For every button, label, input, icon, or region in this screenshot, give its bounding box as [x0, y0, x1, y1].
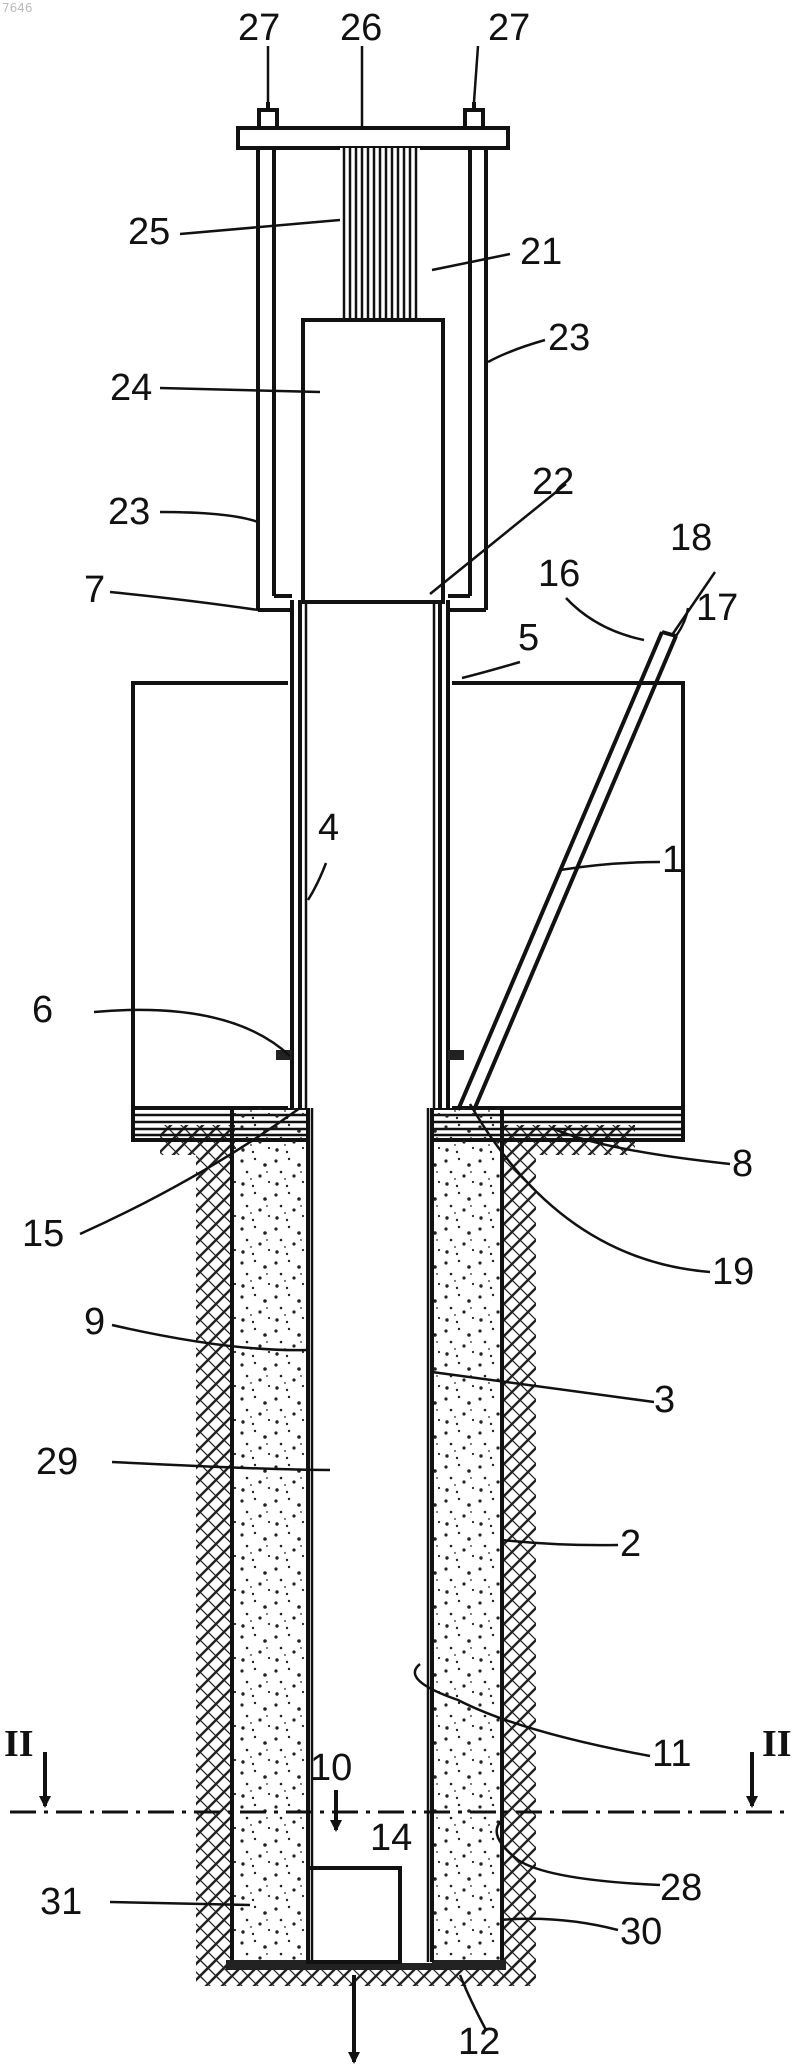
label-23-right: 23 [548, 317, 590, 359]
label-28: 28 [660, 1867, 702, 1909]
label-4: 4 [318, 807, 339, 849]
sleeve-in-slab [276, 600, 464, 1108]
label-27-right: 27 [488, 7, 530, 49]
label-5: 5 [518, 617, 539, 659]
label-31: 31 [40, 1881, 82, 1923]
label-19: 19 [712, 1251, 754, 1293]
label-14: 14 [370, 1817, 412, 1859]
label-18: 18 [670, 517, 712, 559]
label-24: 24 [110, 367, 152, 409]
label-6: 6 [32, 989, 53, 1031]
section-marker-right: II [762, 1723, 792, 1765]
label-22: 22 [532, 461, 574, 503]
label-11: 11 [652, 1733, 691, 1775]
label-16: 16 [538, 553, 580, 595]
label-17: 17 [696, 587, 738, 629]
label-12: 12 [458, 2021, 500, 2063]
label-25: 25 [128, 211, 170, 253]
jack-cylinder [303, 320, 443, 602]
corner-mark: 7646 [2, 1, 33, 15]
label-1: 1 [662, 839, 683, 881]
label-29: 29 [36, 1441, 78, 1483]
spring-stack [340, 148, 420, 320]
label-10: 10 [310, 1747, 352, 1789]
nut-right [465, 102, 483, 128]
nut-left [259, 102, 277, 128]
label-9: 9 [84, 1301, 105, 1343]
label-23-left: 23 [108, 491, 150, 533]
label-8: 8 [732, 1143, 753, 1185]
label-3: 3 [654, 1379, 675, 1421]
label-2: 2 [620, 1523, 641, 1565]
label-21: 21 [520, 231, 562, 273]
label-26: 26 [340, 7, 382, 49]
label-15: 15 [22, 1213, 64, 1255]
label-27-left: 27 [238, 7, 280, 49]
label-7: 7 [84, 569, 105, 611]
injection-tube [458, 632, 676, 1110]
section-marker-left: II [4, 1723, 34, 1765]
label-30: 30 [620, 1911, 662, 1953]
